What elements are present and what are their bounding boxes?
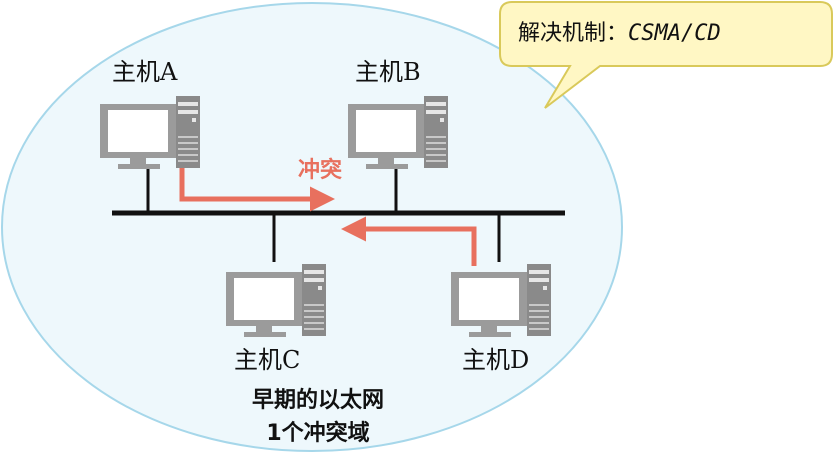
- callout-protocol: CSMA/CD: [628, 21, 721, 46]
- callout-text: 解决机制：CSMA/CD: [518, 23, 721, 45]
- host-c-label: 主机C: [234, 346, 301, 374]
- host-a-label: 主机A: [112, 58, 178, 86]
- host-d-label: 主机D: [462, 346, 530, 374]
- collision-domain-ellipse: [1, 2, 623, 452]
- collision-label: 冲突: [298, 158, 343, 183]
- caption-line-1: 早期的以太网: [251, 388, 384, 413]
- arrow-from-host-a: [179, 168, 335, 212]
- callout-bubble: [499, 1, 833, 109]
- host-b-label: 主机B: [355, 58, 421, 86]
- callout-prefix: 解决机制：: [518, 21, 629, 46]
- arrow-from-host-d: [341, 216, 477, 266]
- caption-line-2: 1个冲突域: [266, 421, 370, 446]
